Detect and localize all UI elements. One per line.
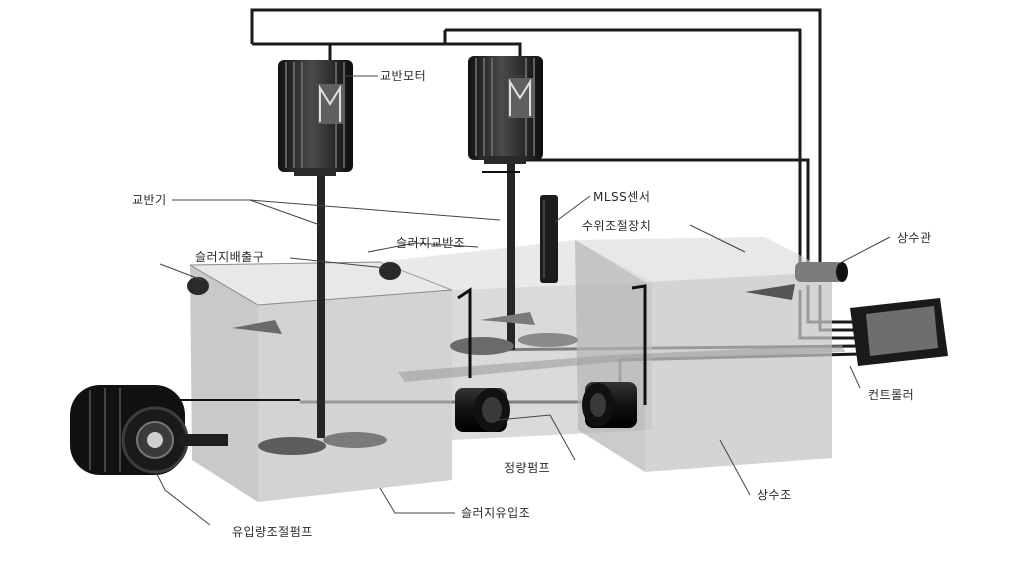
label-inflow-control-pump: 유입량조절펌프 bbox=[232, 525, 313, 539]
label-mlss-sensor: MLSS센서 bbox=[593, 190, 651, 204]
label-sludge-stir-tank: 슬러지교반조 bbox=[396, 236, 466, 250]
label-sludge-inflow-tank: 슬러지유입조 bbox=[461, 506, 531, 520]
metering-pump-2 bbox=[582, 284, 647, 428]
agitator-1 bbox=[232, 176, 387, 455]
stirring-motor-1 bbox=[278, 60, 353, 176]
label-supernatant-tank: 상수조 bbox=[757, 488, 792, 502]
label-sludge-outlet: 슬러지배출구 bbox=[195, 250, 265, 264]
label-agitator: 교반기 bbox=[132, 193, 167, 207]
metering-pump-1 bbox=[455, 287, 510, 432]
stirring-motor-2 bbox=[468, 56, 543, 164]
label-controller: 컨트롤러 bbox=[868, 388, 915, 402]
water-pipe bbox=[795, 262, 848, 282]
mlss-sensor bbox=[482, 171, 558, 283]
label-stirring-motor: 교반모터 bbox=[380, 69, 427, 83]
agitator-2 bbox=[450, 164, 578, 355]
sludge-outlet-1 bbox=[187, 277, 209, 295]
label-level-control: 수위조절장치 bbox=[582, 219, 652, 233]
sludge-outlet-2 bbox=[379, 262, 401, 280]
leader-lines bbox=[154, 75, 891, 526]
label-water-pipe: 상수관 bbox=[897, 231, 932, 245]
level-control-float bbox=[745, 284, 795, 300]
controller bbox=[850, 298, 948, 366]
inflow-control-pump bbox=[70, 385, 228, 475]
label-metering-pump: 정량펌프 bbox=[504, 461, 551, 475]
